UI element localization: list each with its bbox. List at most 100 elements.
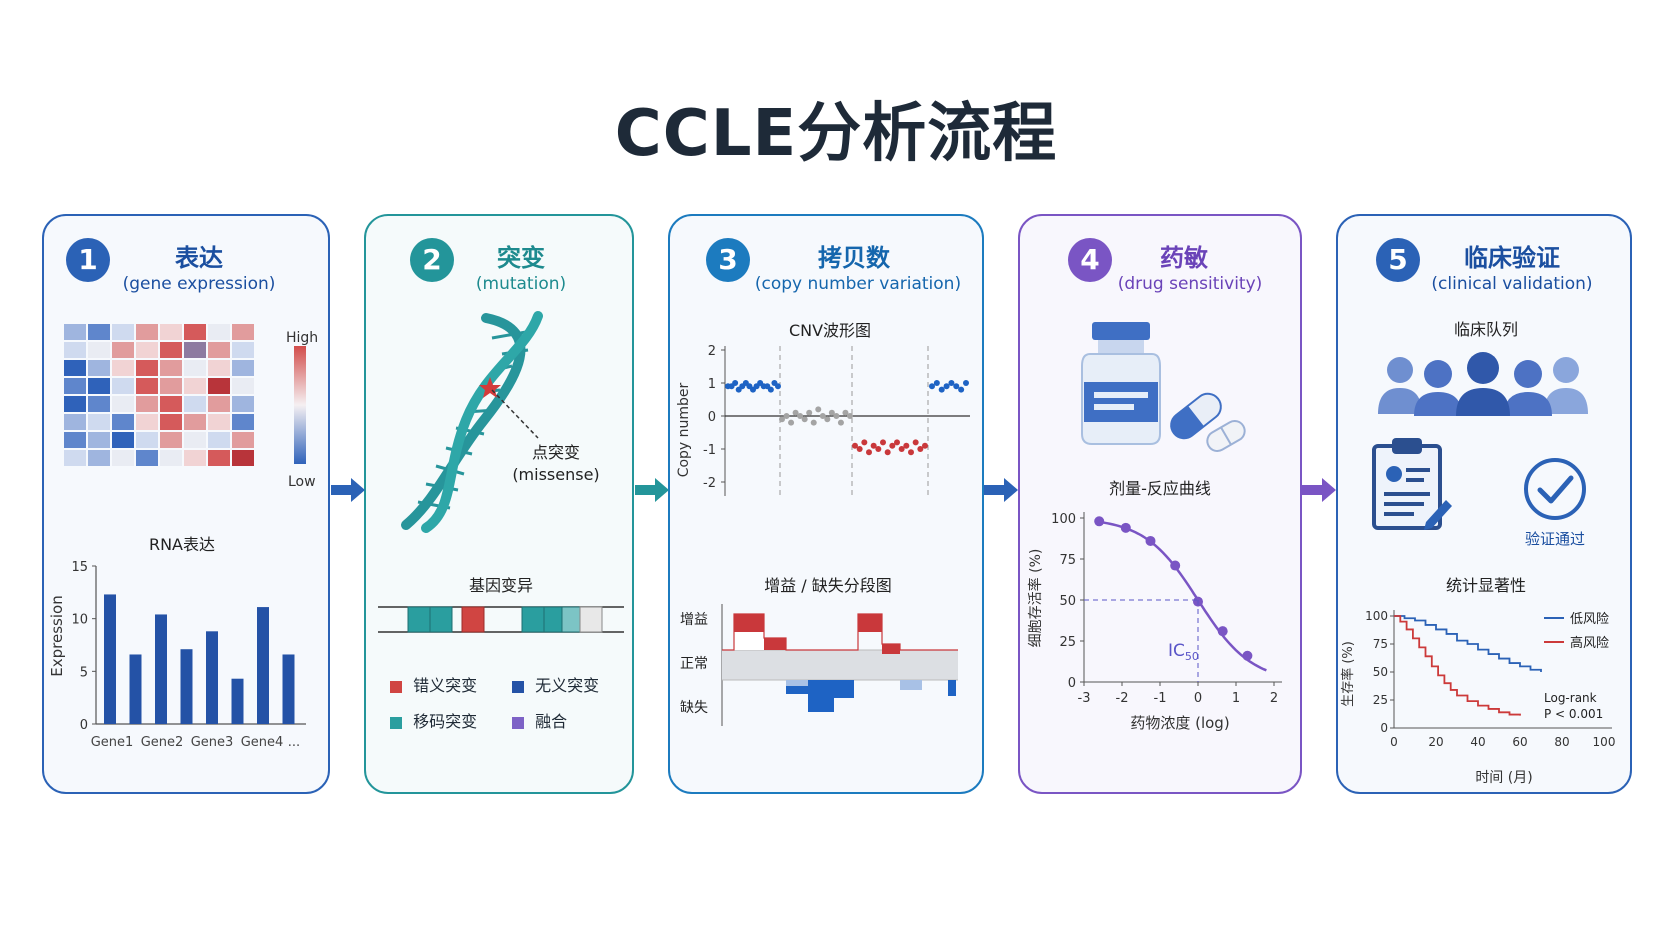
cnv-point bbox=[852, 442, 858, 449]
segment-label-loss: 缺失 bbox=[680, 700, 708, 716]
bar-chart-title: RNA表达 bbox=[149, 535, 215, 554]
flow-arrow-icon bbox=[1302, 478, 1336, 502]
dose-point bbox=[1170, 560, 1181, 571]
heatmap-cell bbox=[232, 450, 254, 466]
heatmap-cell bbox=[208, 342, 230, 358]
step-badge-5: 5 bbox=[1376, 238, 1420, 282]
y-tick-label: 100 bbox=[1365, 609, 1388, 623]
drug-vial-icon bbox=[1081, 322, 1246, 452]
cnv-point bbox=[801, 416, 808, 423]
heatmap-cell bbox=[160, 432, 182, 448]
heatmap-cell bbox=[112, 414, 134, 430]
panel-drug-sensitivity: 4 药敏 (drug sensitivity) 剂量-反应曲线 细胞存活率 (%… bbox=[1018, 214, 1302, 794]
panel-expression: 1 表达 (gene expression) High Low RNA表达 Ex… bbox=[42, 214, 330, 794]
cnv-point bbox=[847, 413, 853, 419]
bar bbox=[155, 614, 167, 724]
cnv-point bbox=[889, 442, 896, 449]
heatmap-cell bbox=[88, 414, 110, 430]
heatmap-cell bbox=[232, 324, 254, 340]
segment-chart: 增益 正常 缺失 bbox=[680, 604, 958, 726]
step-badge-3: 3 bbox=[706, 238, 750, 282]
y-tick-label: 0 bbox=[1068, 676, 1076, 691]
cnv-point bbox=[824, 416, 831, 423]
legend-item: 无义突变 bbox=[512, 672, 599, 696]
panel-subtitle: (gene expression) bbox=[122, 274, 276, 294]
cnv-point bbox=[948, 380, 955, 386]
heatmap-cell bbox=[184, 378, 206, 394]
heatmap-cell bbox=[88, 432, 110, 448]
cnv-point bbox=[767, 386, 774, 393]
dose-xlabel: 药物浓度 (log) bbox=[1130, 714, 1229, 732]
heatmap-cell bbox=[64, 360, 86, 376]
heatmap-cell bbox=[160, 414, 182, 430]
heatmap-cell bbox=[112, 324, 134, 340]
y-tick-label: 1 bbox=[708, 377, 716, 392]
y-tick-label: 15 bbox=[71, 560, 88, 575]
heatmap-cell bbox=[136, 450, 158, 466]
heatmap-cell bbox=[184, 450, 206, 466]
heatmap-cell bbox=[64, 396, 86, 412]
cnv-point bbox=[903, 442, 910, 449]
cnv-point bbox=[938, 386, 945, 393]
heatmap-cell bbox=[184, 414, 206, 430]
checkmark-icon bbox=[1524, 458, 1586, 520]
heatmap-cell bbox=[208, 432, 230, 448]
cnv-point bbox=[806, 409, 813, 416]
cnv-point bbox=[792, 409, 799, 416]
x-tick-label: ... bbox=[288, 735, 300, 750]
panel-subtitle: (clinical validation) bbox=[1431, 274, 1593, 294]
bar bbox=[206, 631, 218, 724]
heatmap-cell bbox=[160, 360, 182, 376]
heatmap-cell bbox=[88, 342, 110, 358]
cnv-point bbox=[917, 446, 924, 452]
heatmap-cell bbox=[160, 396, 182, 412]
heatmap-cell bbox=[208, 324, 230, 340]
cnv-point bbox=[842, 409, 849, 416]
x-tick-label: 1 bbox=[1232, 691, 1240, 706]
panel-subtitle: (mutation) bbox=[475, 274, 567, 294]
clipboard-icon bbox=[1372, 438, 1452, 530]
flow-arrow-icon bbox=[984, 478, 1018, 502]
point-mutation-label: 点突变 bbox=[532, 443, 580, 462]
dose-curve-title: 剂量-反应曲线 bbox=[1109, 479, 1211, 498]
x-tick-label: 60 bbox=[1512, 735, 1527, 749]
heatmap-cell bbox=[232, 378, 254, 394]
cohort-title: 临床队列 bbox=[1453, 320, 1518, 339]
heatmap-cell bbox=[88, 378, 110, 394]
heatmap-colorbar bbox=[294, 346, 306, 464]
heatmap-cell bbox=[88, 396, 110, 412]
svg-text:低风险: 低风险 bbox=[1570, 612, 1609, 627]
heatmap-cell bbox=[112, 360, 134, 376]
panel-subtitle: (copy number variation) bbox=[754, 274, 962, 294]
bar bbox=[231, 678, 244, 724]
expression-heatmap: High Low bbox=[64, 324, 318, 490]
cnv-point bbox=[929, 383, 935, 390]
cnv-ylabel: Copy number bbox=[676, 382, 692, 477]
bar-chart-ylabel: Expression bbox=[48, 595, 66, 676]
cnv-point bbox=[779, 416, 785, 423]
panel-copy-number: 3 拷贝数 (copy number variation) CNV波形图 Cop… bbox=[668, 214, 984, 794]
dose-ylabel: 细胞存活率 (%) bbox=[1027, 549, 1044, 648]
cnv-point bbox=[875, 446, 882, 452]
x-tick-label: 2 bbox=[1270, 691, 1278, 706]
y-tick-label: 75 bbox=[1373, 637, 1388, 651]
heatmap-cell bbox=[208, 360, 230, 376]
x-tick-label: -1 bbox=[1154, 691, 1167, 706]
heatmap-cell bbox=[184, 396, 206, 412]
heatmap-cell bbox=[208, 378, 230, 394]
x-tick-label: 0 bbox=[1390, 735, 1398, 749]
cnv-point bbox=[963, 380, 969, 386]
y-tick-label: 0 bbox=[1380, 721, 1388, 735]
bar bbox=[257, 607, 269, 724]
x-tick-label: -3 bbox=[1078, 691, 1091, 706]
cnv-wave-chart: CNV波形图 Copy number 210-1-2 bbox=[676, 321, 970, 496]
bar bbox=[180, 649, 193, 724]
heatmap-cell bbox=[112, 450, 134, 466]
y-tick-label: 5 bbox=[80, 665, 88, 680]
heatmap-cell bbox=[136, 432, 158, 448]
y-tick-label: 75 bbox=[1059, 553, 1076, 568]
y-tick-label: 0 bbox=[80, 718, 88, 733]
cnv-point bbox=[894, 439, 900, 446]
cnv-point bbox=[898, 446, 905, 452]
